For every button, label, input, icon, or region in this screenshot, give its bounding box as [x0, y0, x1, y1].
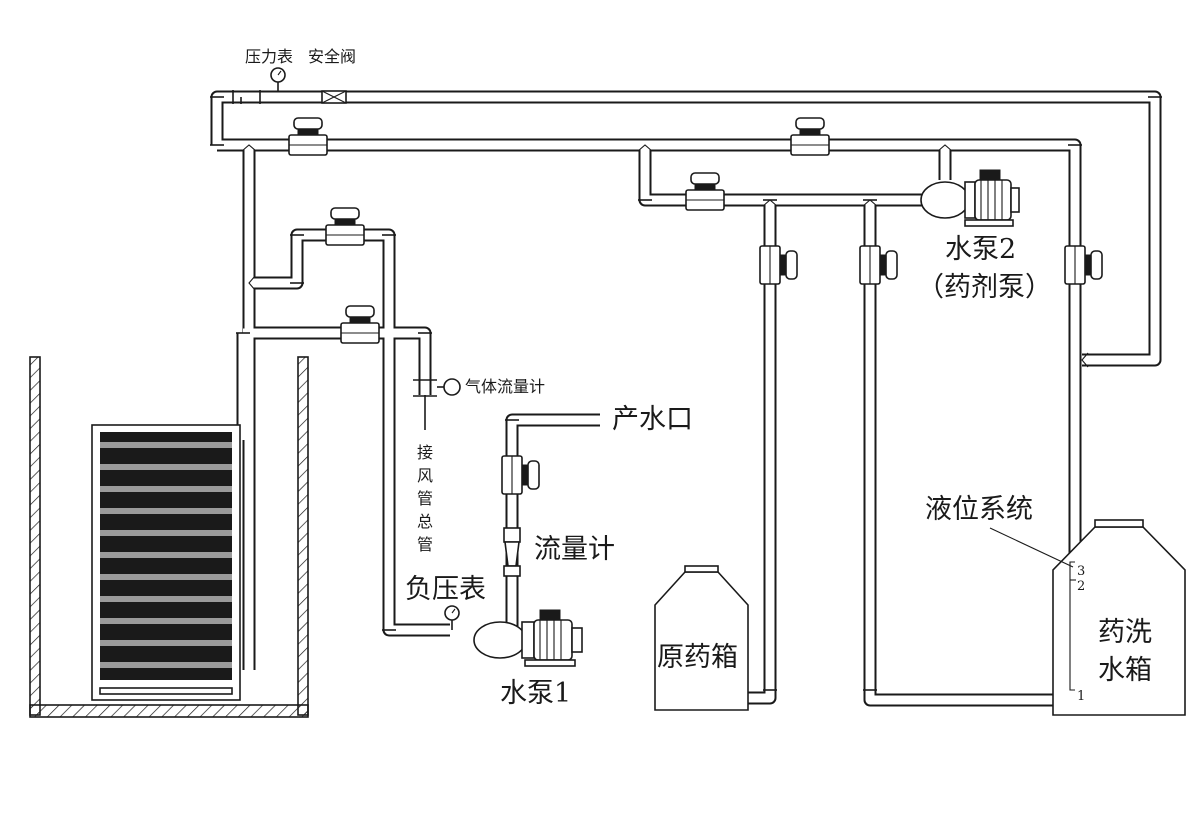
- water-outlet-label: 产水口: [612, 404, 693, 435]
- svg-text:管: 管: [417, 535, 433, 554]
- pump-2-sub-label: （药剂泵）: [917, 272, 1052, 303]
- flowmeter-body: [503, 527, 521, 577]
- level-system-label: 液位系统: [925, 494, 1033, 525]
- raw-chemical-tank: [654, 565, 749, 711]
- vacuum-gauge-label: 负压表: [405, 574, 486, 605]
- svg-text:总: 总: [417, 512, 433, 531]
- flowmeter-label: 流量计: [534, 534, 615, 565]
- raw-tank-label: 原药箱: [657, 642, 738, 673]
- pump-1: [473, 609, 583, 667]
- safety-valve-label: 安全阀: [308, 47, 356, 66]
- pump-2-label: 水泵2: [945, 234, 1016, 265]
- wash-tank-label-1: 药洗: [1098, 617, 1152, 648]
- wash-tank-label-2: 水箱: [1098, 655, 1152, 686]
- pump-1-label: 水泵1: [500, 678, 571, 709]
- svg-text:管: 管: [417, 489, 433, 508]
- level-mark-1: 1: [1077, 689, 1085, 704]
- pressure-gauge-label: 压力表: [245, 47, 293, 66]
- level-mark-2: 2: [1077, 579, 1085, 594]
- gas-flowmeter-label: 气体流量计: [465, 377, 545, 396]
- pump-2: [920, 169, 1020, 227]
- gas-flowmeter-body: [413, 378, 461, 430]
- membrane-tank: [29, 356, 309, 718]
- svg-text:接: 接: [417, 443, 433, 462]
- air-main-pipe-label: 接 风 管 总 管: [417, 443, 433, 554]
- chemical-wash-tank: [989, 519, 1186, 716]
- svg-text:风: 风: [417, 466, 433, 485]
- level-mark-3: 3: [1077, 564, 1085, 579]
